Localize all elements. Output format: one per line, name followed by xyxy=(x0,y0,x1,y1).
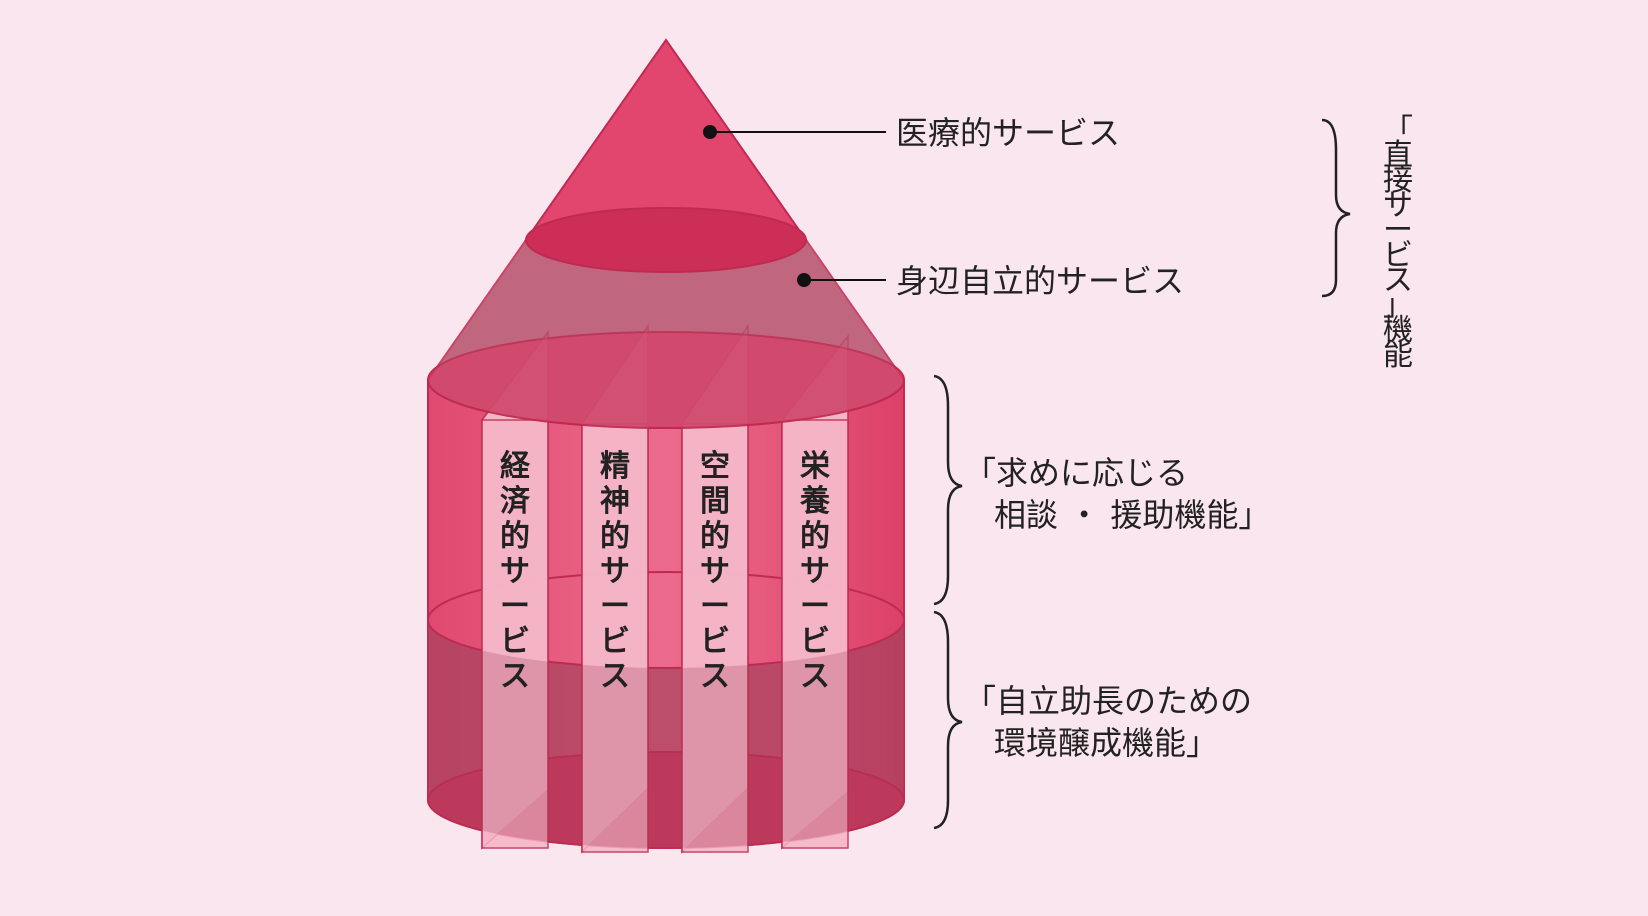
label-consult-line1: 「求めに応じる xyxy=(964,454,1188,492)
column-label-3: 空間的サービス xyxy=(700,449,730,694)
label-env-line1: 「自立助長のための xyxy=(964,682,1252,720)
braces xyxy=(933,118,1351,830)
direct-char: サ xyxy=(1383,188,1413,223)
brace-env xyxy=(933,610,963,830)
column-labels: 経済的サービス 精神的サービス 空間的サービス 栄養的サービス xyxy=(500,449,830,694)
label-self-reliance-service: 身辺自立的サービス xyxy=(896,262,1184,300)
label-medical-service: 医療的サービス xyxy=(896,114,1120,152)
column-label-2: 精神的サービス xyxy=(600,449,630,694)
direct-char: 「 xyxy=(1383,113,1413,148)
label-env-line2: 環境醸成機能」 xyxy=(994,724,1218,762)
direct-char: 接 xyxy=(1383,163,1413,198)
direct-char: 」 xyxy=(1383,288,1413,323)
direct-char: 直 xyxy=(1383,138,1413,173)
column-label-1: 経済的サービス xyxy=(500,449,531,694)
direct-char: 機 xyxy=(1383,313,1413,348)
cone xyxy=(426,38,906,429)
column-label-4: 栄養的サービス xyxy=(799,449,830,694)
direct-char: 能 xyxy=(1383,338,1413,373)
label-consult-line2: 相談 ・ 援助機能」 xyxy=(994,496,1270,534)
service-panels xyxy=(428,323,904,854)
leader-lines xyxy=(703,125,886,287)
brace-direct xyxy=(1321,118,1351,298)
brace-consult xyxy=(933,374,963,606)
direct-char: ー xyxy=(1383,213,1413,248)
direct-char: ス xyxy=(1383,263,1413,298)
direct-char: ビ xyxy=(1383,238,1413,273)
